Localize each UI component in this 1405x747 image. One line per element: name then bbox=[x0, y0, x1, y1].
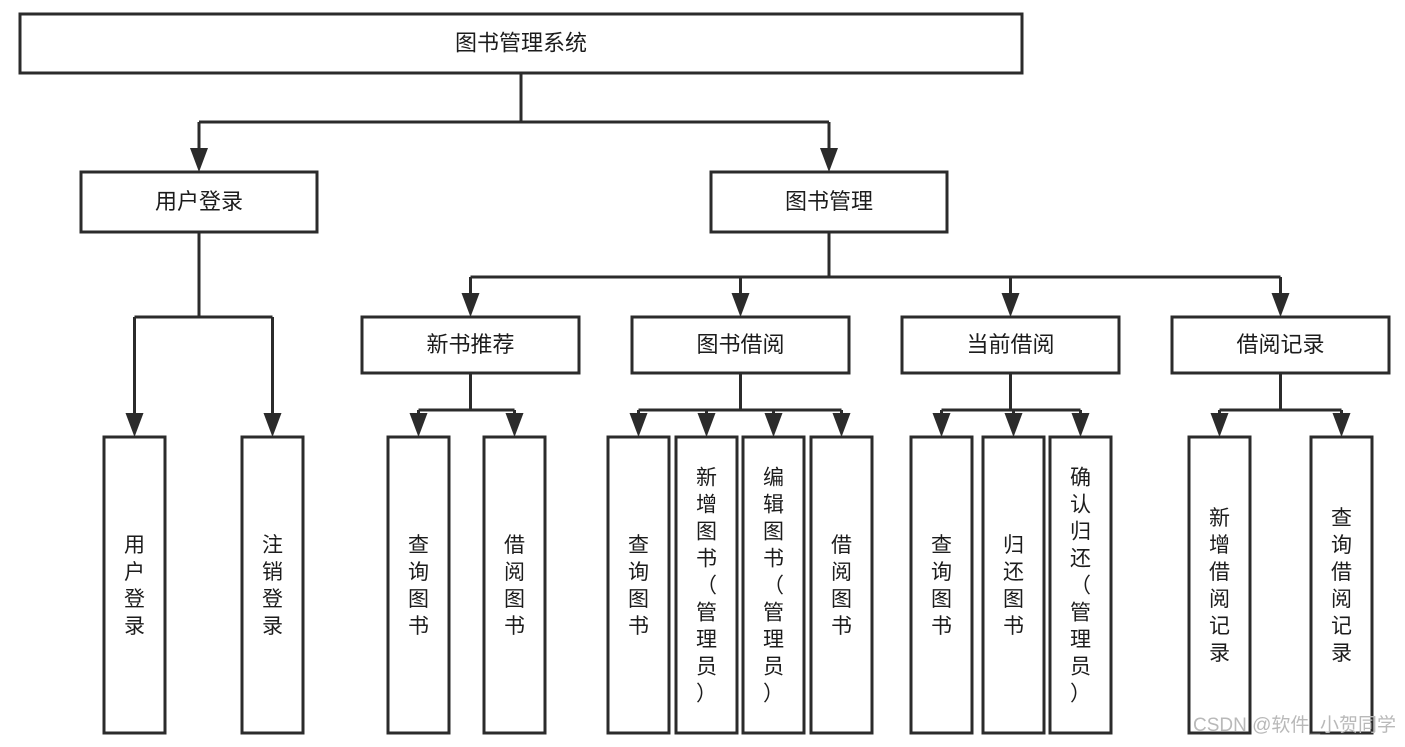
node-label: 借阅图书 bbox=[831, 534, 852, 638]
node-label: 借阅图书 bbox=[504, 534, 525, 638]
arrow-head-icon bbox=[125, 413, 144, 437]
node-leaf-add-record[interactable]: 新增借阅记录 bbox=[1187, 435, 1252, 735]
node-leaf-logout[interactable]: 注销登录 bbox=[240, 435, 305, 735]
arrow-head-icon bbox=[820, 148, 838, 172]
arrow-head-icon bbox=[263, 413, 282, 437]
node-label: 注销登录 bbox=[262, 534, 283, 638]
node-borrow-record[interactable]: 借阅记录 bbox=[1170, 315, 1391, 375]
arrow-head-icon bbox=[409, 413, 428, 437]
arrow-head-icon bbox=[832, 413, 851, 437]
arrow-head-icon bbox=[461, 293, 480, 317]
node-box bbox=[900, 315, 1121, 375]
arrow-head-icon bbox=[764, 413, 783, 437]
node-book-manage[interactable]: 图书管理 bbox=[709, 170, 949, 234]
node-label: 用户登录 bbox=[155, 189, 243, 214]
node-label: 图书借阅 bbox=[696, 332, 784, 357]
node-box bbox=[102, 435, 167, 735]
arrow-head-icon bbox=[731, 293, 750, 317]
arrow-head-icon bbox=[1001, 293, 1020, 317]
arrow-head-icon bbox=[1332, 413, 1351, 437]
node-box bbox=[630, 315, 851, 375]
node-label: 确认归还（管理员） bbox=[1070, 467, 1091, 706]
node-box bbox=[709, 170, 949, 234]
node-new-book-rec[interactable]: 新书推荐 bbox=[360, 315, 581, 375]
csdn-watermark: CSDN @软件_小贺同学 bbox=[1193, 714, 1396, 736]
node-leaf-add-book[interactable]: 新增图书（管理员） bbox=[674, 435, 739, 735]
node-label: 编辑图书（管理员） bbox=[763, 467, 784, 706]
node-box bbox=[1187, 435, 1252, 735]
node-leaf-query-book-3[interactable]: 查询图书 bbox=[909, 435, 974, 735]
connector-layer bbox=[125, 73, 1351, 437]
arrow-head-icon bbox=[505, 413, 524, 437]
node-box bbox=[981, 435, 1046, 735]
node-box bbox=[360, 315, 581, 375]
node-box bbox=[482, 435, 547, 735]
node-leaf-user-login[interactable]: 用户登录 bbox=[102, 435, 167, 735]
node-box bbox=[606, 435, 671, 735]
node-box bbox=[1048, 435, 1113, 735]
node-box bbox=[674, 435, 739, 735]
arrow-head-icon bbox=[1210, 413, 1229, 437]
node-box bbox=[1309, 435, 1374, 735]
node-box bbox=[809, 435, 874, 735]
arrow-head-icon bbox=[932, 413, 951, 437]
node-book-borrow[interactable]: 图书借阅 bbox=[630, 315, 851, 375]
node-label: 查询图书 bbox=[628, 534, 649, 638]
node-label: 借阅记录 bbox=[1236, 332, 1324, 357]
node-box bbox=[79, 170, 319, 234]
node-label: 当前借阅 bbox=[966, 332, 1054, 357]
arrow-head-icon bbox=[1071, 413, 1090, 437]
node-label: 新增图书（管理员） bbox=[696, 467, 717, 706]
node-label: 查询图书 bbox=[408, 534, 429, 638]
node-leaf-query-book-2[interactable]: 查询图书 bbox=[606, 435, 671, 735]
node-label: 图书管理系统 bbox=[455, 30, 587, 55]
node-leaf-edit-book[interactable]: 编辑图书（管理员） bbox=[741, 435, 806, 735]
arrow-head-icon bbox=[697, 413, 716, 437]
arrow-head-icon bbox=[190, 148, 208, 172]
node-box bbox=[741, 435, 806, 735]
node-box bbox=[1170, 315, 1391, 375]
arrow-head-icon bbox=[1271, 293, 1290, 317]
node-leaf-borrow-book-1[interactable]: 借阅图书 bbox=[482, 435, 547, 735]
node-leaf-confirm-return[interactable]: 确认归还（管理员） bbox=[1048, 435, 1113, 735]
node-box bbox=[240, 435, 305, 735]
node-root[interactable]: 图书管理系统 bbox=[18, 12, 1024, 75]
node-leaf-borrow-book-2[interactable]: 借阅图书 bbox=[809, 435, 874, 735]
node-label: 新增借阅记录 bbox=[1209, 507, 1230, 665]
node-leaf-query-book-1[interactable]: 查询图书 bbox=[386, 435, 451, 735]
node-leaf-return-book[interactable]: 归还图书 bbox=[981, 435, 1046, 735]
arrow-head-icon bbox=[1004, 413, 1023, 437]
node-label: 新书推荐 bbox=[426, 332, 514, 357]
node-box bbox=[386, 435, 451, 735]
node-leaf-query-record[interactable]: 查询借阅记录 bbox=[1309, 435, 1374, 735]
node-label: 用户登录 bbox=[124, 534, 145, 638]
node-label: 归还图书 bbox=[1003, 534, 1024, 638]
node-user-login[interactable]: 用户登录 bbox=[79, 170, 319, 234]
node-label: 查询图书 bbox=[931, 534, 952, 638]
node-current-borrow[interactable]: 当前借阅 bbox=[900, 315, 1121, 375]
node-box bbox=[18, 12, 1024, 75]
node-label: 查询借阅记录 bbox=[1331, 507, 1352, 665]
node-box bbox=[909, 435, 974, 735]
arrow-head-icon bbox=[629, 413, 648, 437]
node-layer: 图书管理系统用户登录图书管理新书推荐图书借阅当前借阅借阅记录用户登录注销登录查询… bbox=[18, 12, 1391, 735]
node-label: 图书管理 bbox=[785, 189, 873, 214]
